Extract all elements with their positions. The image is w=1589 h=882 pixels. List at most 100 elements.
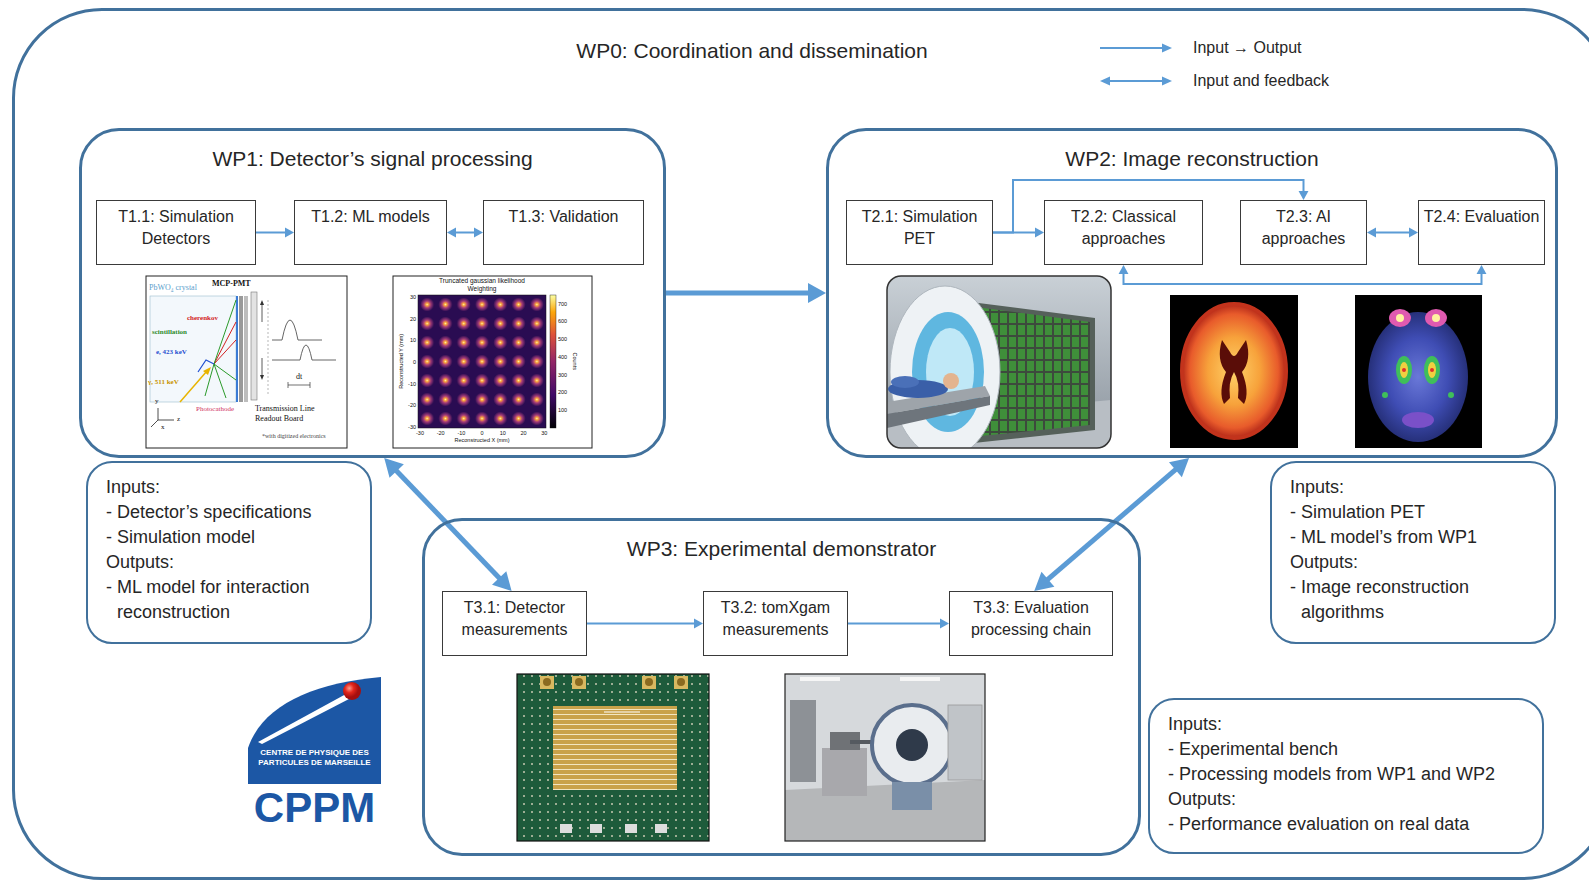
logo-text: CPPM xyxy=(248,785,381,831)
illustration-label: dt xyxy=(296,372,302,381)
pcb-photo xyxy=(517,674,709,841)
box-text: Inputs: xyxy=(106,475,358,500)
arrow-head xyxy=(384,458,404,478)
box-text: Outputs: xyxy=(106,550,358,575)
box-text: T3.3: Evaluation processing chain xyxy=(954,597,1108,641)
task-box: T1.2: ML models xyxy=(294,200,447,265)
detector-figure xyxy=(214,364,226,398)
pcb-photo xyxy=(575,678,583,686)
illustration-label: y xyxy=(155,397,159,405)
detector-figure xyxy=(288,382,289,388)
lab-photo xyxy=(790,700,816,782)
box-text: T2.4: Evaluation xyxy=(1423,206,1540,228)
detector-figure xyxy=(262,304,263,322)
tick-label: 700 xyxy=(558,301,567,308)
bullet-item: - Performance evaluation on real data xyxy=(1168,812,1530,837)
detector-figure xyxy=(236,296,238,402)
detector-figure xyxy=(214,340,236,364)
connector-line xyxy=(587,623,696,625)
pcb-photo xyxy=(625,824,637,833)
detector-figure xyxy=(146,276,347,448)
tick-label: -20 xyxy=(433,430,449,437)
tick-label: 20 xyxy=(404,316,416,323)
logo-mark xyxy=(343,682,361,700)
pet-brain-image xyxy=(1382,392,1388,398)
connector xyxy=(1119,265,1487,284)
pet-scanner-image xyxy=(891,376,919,388)
lab-photo xyxy=(785,780,985,841)
box-text: T1.2: ML models xyxy=(299,206,442,228)
box-text: Inputs: xyxy=(1290,475,1542,500)
work-package-box: WP2: Image reconstructionT2.1: Simulatio… xyxy=(826,128,1558,458)
task-box: T1.1: Simulation Detectors xyxy=(96,200,256,265)
pet-scanner-image xyxy=(887,276,1111,458)
pet-scanner-image xyxy=(890,286,1000,448)
legend-sample xyxy=(1162,44,1172,53)
illustration-label: x xyxy=(161,423,165,431)
bullet-item: - Processing models from WP1 and WP2 xyxy=(1168,762,1530,787)
tick-label: -30 xyxy=(412,430,428,437)
bullet-item: - Image reconstruction algorithms xyxy=(1290,575,1542,625)
connector xyxy=(848,619,949,629)
work-package-frame: WP0: Coordination and disseminationWP1: … xyxy=(12,8,1589,880)
bullet-item: - ML model’s from WP1 xyxy=(1290,525,1542,550)
detector-figure xyxy=(251,292,257,400)
task-box: T2.2: Classical approaches xyxy=(1044,200,1203,265)
detector-figure xyxy=(151,420,158,427)
pet-brain-image xyxy=(1402,368,1406,372)
box-text: Outputs: xyxy=(1168,787,1530,812)
connector xyxy=(384,458,511,591)
box-text: T1.1: Simulation Detectors xyxy=(101,206,251,250)
illustration-label: Truncated gaussian likelihood Weighting xyxy=(427,277,537,292)
box-text: T1.3: Validation xyxy=(488,206,639,228)
box-text: T2.3: AI approaches xyxy=(1245,206,1362,250)
illustration-label: e, 423 keV xyxy=(156,348,187,356)
pet-brain-image xyxy=(1355,295,1482,448)
arrow-head xyxy=(1035,228,1044,238)
task-box: T2.4: Evaluation xyxy=(1418,200,1545,265)
box-text: Outputs: xyxy=(1290,550,1542,575)
detector-figure xyxy=(272,345,336,360)
lab-photo xyxy=(872,705,952,785)
pet-brain-image xyxy=(1389,309,1411,327)
detector-figure xyxy=(260,375,264,380)
arrow-head xyxy=(285,228,294,238)
connector-line xyxy=(454,232,476,234)
detector-figure xyxy=(158,408,159,420)
connector-line xyxy=(848,623,942,625)
connector-line xyxy=(1374,232,1411,234)
box-text: T3.1: Detector measurements xyxy=(447,597,582,641)
arrow-head xyxy=(1367,228,1376,238)
pcb-photo xyxy=(645,678,653,686)
tick-label: -10 xyxy=(404,381,416,388)
lab-photo xyxy=(785,674,985,841)
brain-scan-image xyxy=(1182,304,1286,438)
legend-sample xyxy=(1162,77,1172,86)
task-box: T3.2: tomXgam measurements xyxy=(703,591,848,656)
connector xyxy=(666,283,826,303)
detector-figure xyxy=(214,300,236,364)
pet-brain-image xyxy=(1368,312,1468,442)
legend-sample xyxy=(1100,77,1110,86)
detector-figure xyxy=(310,382,311,388)
task-box: T2.3: AI approaches xyxy=(1240,200,1367,265)
illustration-label: γ, 511 keV xyxy=(148,378,179,386)
arrow-head xyxy=(492,571,512,591)
lab-photo xyxy=(785,674,985,841)
pcb-photo xyxy=(560,824,572,833)
pet-brain-image xyxy=(1425,309,1447,327)
detector-figure xyxy=(239,296,243,402)
tick-label: 30 xyxy=(404,294,416,301)
brain-scan-image xyxy=(1182,304,1286,438)
pcb-photo xyxy=(655,824,667,833)
illustration-label: PbWO₄ crystal xyxy=(149,283,197,292)
pet-scanner-image xyxy=(887,276,1111,448)
lab-photo xyxy=(892,782,932,810)
arrow-head xyxy=(1034,572,1054,591)
illustration-label: *with digitized electronics xyxy=(262,433,326,440)
illustration-label: scintillation xyxy=(152,328,187,336)
detector-figure xyxy=(272,320,322,340)
legend-sample xyxy=(1100,44,1172,86)
pcb-photo xyxy=(540,676,554,689)
